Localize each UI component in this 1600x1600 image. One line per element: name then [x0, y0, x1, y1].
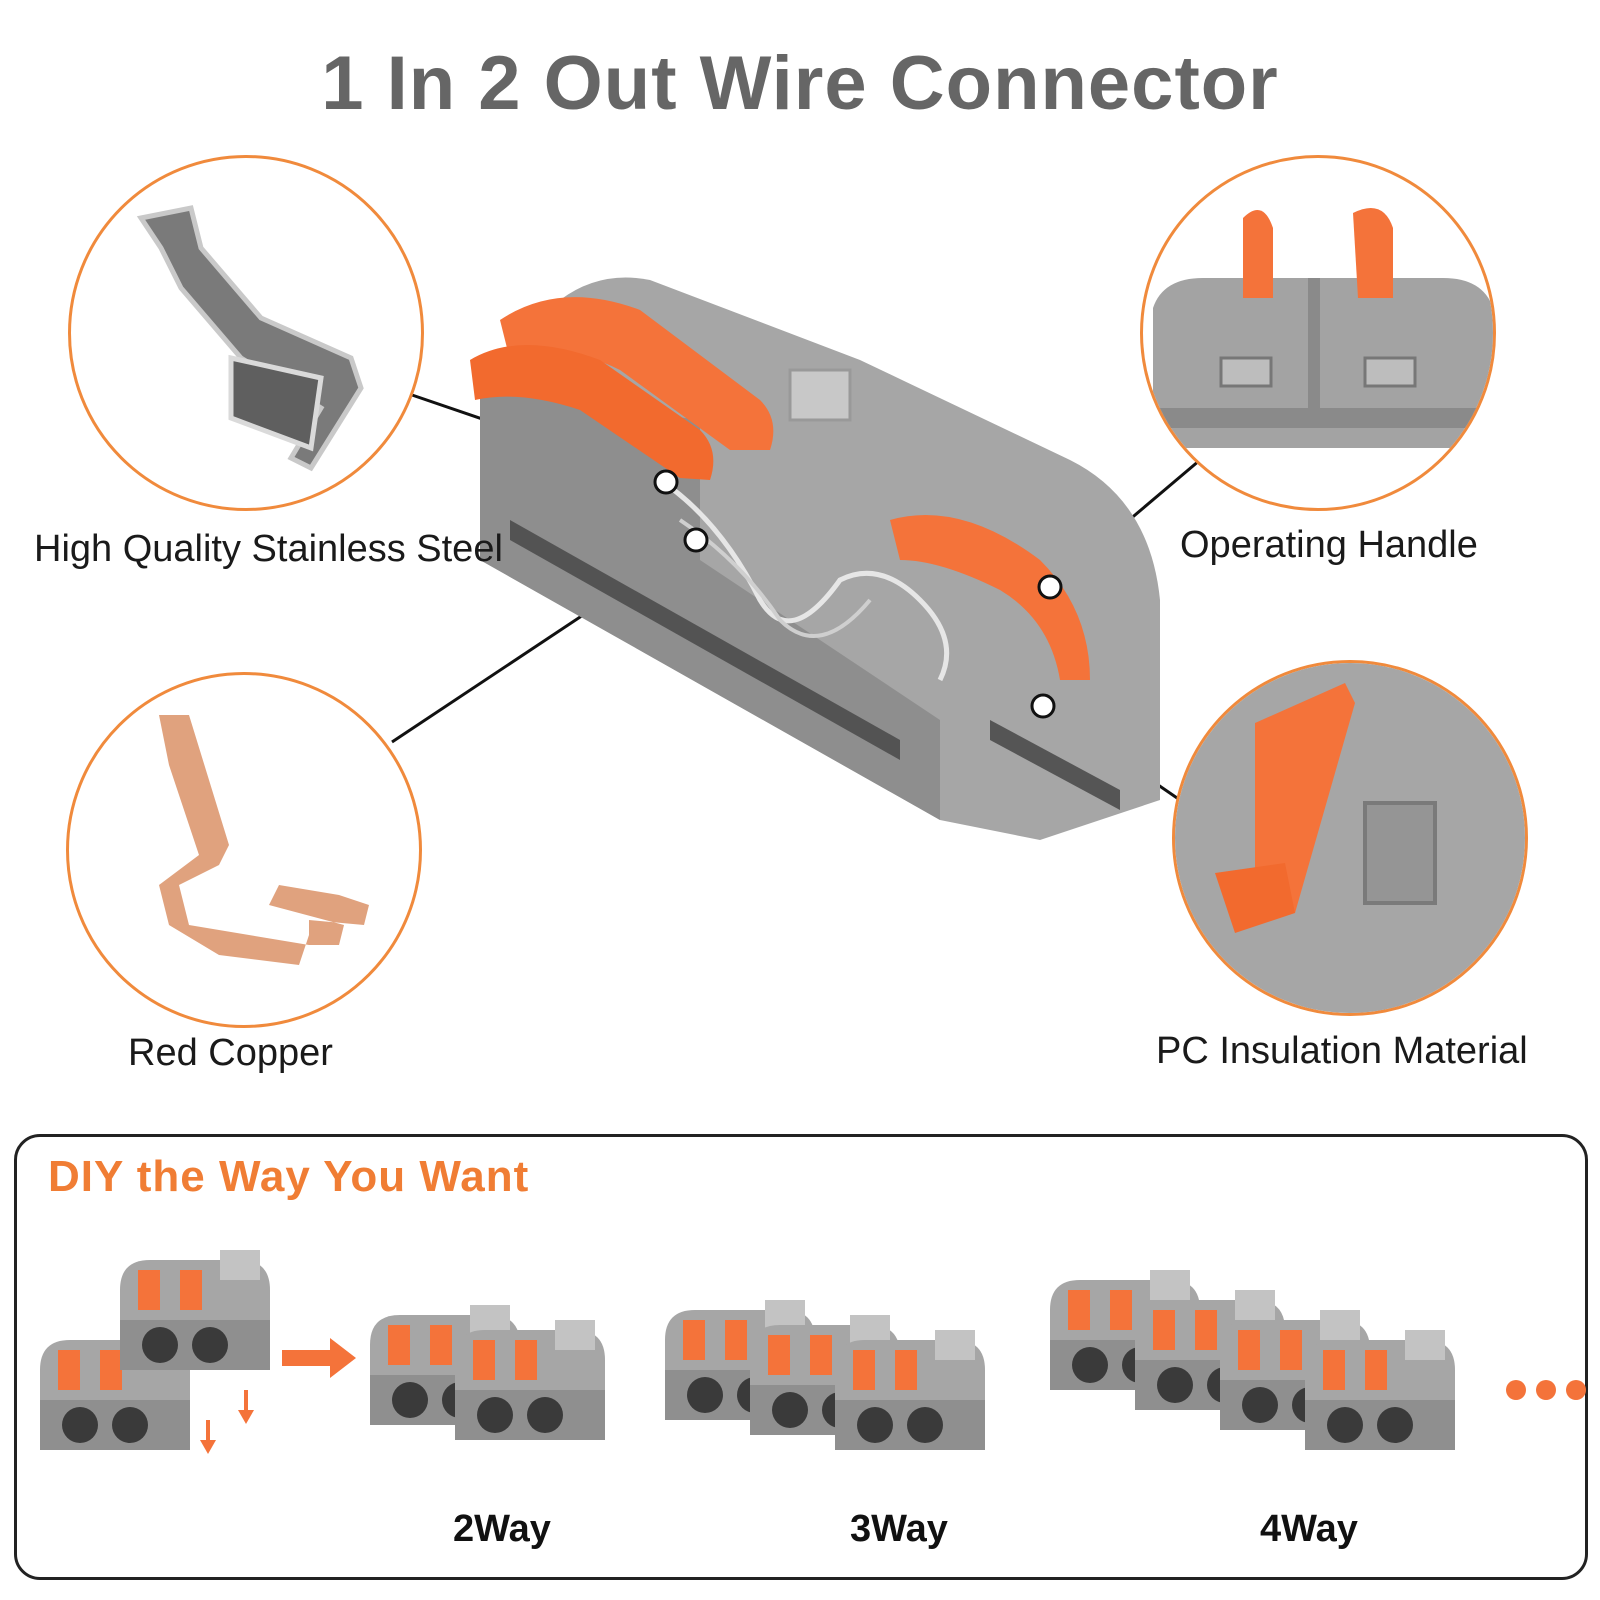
diy-4way-group [1050, 1270, 1455, 1450]
feature-label-red-copper: Red Copper [128, 1032, 333, 1074]
diy-section-title: DIY the Way You Want [48, 1152, 530, 1201]
pc-insulation-circle [1172, 660, 1528, 1016]
diy-section-panel [14, 1134, 1588, 1580]
way-label-2way: 2Way [453, 1508, 551, 1550]
connector-diagram [391, 277, 1201, 840]
red-copper-circle [66, 672, 422, 1028]
more-options-dots-icon [1506, 1380, 1586, 1400]
feature-label-stainless-steel: High Quality Stainless Steel [34, 528, 503, 570]
main-connector-illustration [470, 277, 1160, 840]
way-label-4way: 4Way [1260, 1508, 1358, 1550]
way-label-3way: 3Way [850, 1508, 948, 1550]
diy-arrows [200, 1338, 356, 1454]
feature-label-operating-handle: Operating Handle [1180, 524, 1478, 566]
anchor-dots [653, 469, 1063, 719]
stainless-steel-spring-icon [136, 205, 364, 472]
stainless-steel-circle [68, 155, 424, 511]
pc-insulation-icon [1175, 663, 1525, 1013]
page-title: 1 In 2 Out Wire Connector [321, 41, 1279, 126]
diy-single-units [40, 1250, 270, 1450]
operating-handle-icon [1153, 208, 1493, 448]
red-copper-strip-icon [159, 715, 369, 965]
diy-3way-group [665, 1300, 985, 1450]
operating-handle-circle [1140, 155, 1496, 511]
feature-label-pc-insulation: PC Insulation Material [1156, 1030, 1528, 1072]
diy-2way-group [370, 1305, 605, 1440]
